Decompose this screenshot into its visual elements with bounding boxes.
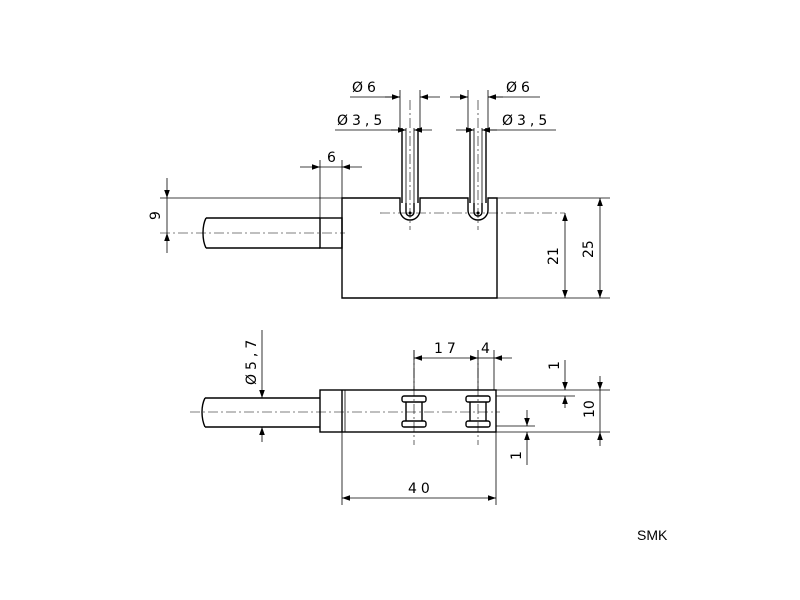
dim-right-outer-dia: Ø6 — [506, 80, 534, 96]
bottom-view: 17 4 Ø5,7 1 1 10 40 — [190, 330, 610, 505]
dim-offset-top: 1 — [547, 361, 563, 370]
dim-hole-spacing: 17 — [434, 341, 460, 357]
dim-body-length: 40 — [408, 481, 434, 497]
bottom-body — [319, 389, 497, 433]
dim-cable-dia: Ø5,7 — [244, 336, 260, 385]
dim-right-inner-dia: Ø3,5 — [502, 113, 551, 129]
top-view: Ø6 Ø3,5 Ø6 Ø3,5 6 9 21 25 — [148, 80, 610, 299]
dim-offset-bottom: 1 — [509, 451, 525, 460]
dim-left-inner-dia: Ø3,5 — [337, 113, 386, 129]
dim-body-height: 10 — [582, 400, 598, 418]
dim-total-height: 25 — [581, 240, 597, 258]
top-body — [341, 197, 498, 299]
dim-step-width: 6 — [327, 150, 336, 166]
dim-cable-height: 9 — [148, 211, 164, 220]
dim-left-outer-dia: Ø6 — [352, 80, 380, 96]
dim-hole-depth: 21 — [546, 247, 562, 265]
brand-label: SMK — [637, 527, 668, 543]
dim-hole-width: 4 — [481, 341, 490, 357]
